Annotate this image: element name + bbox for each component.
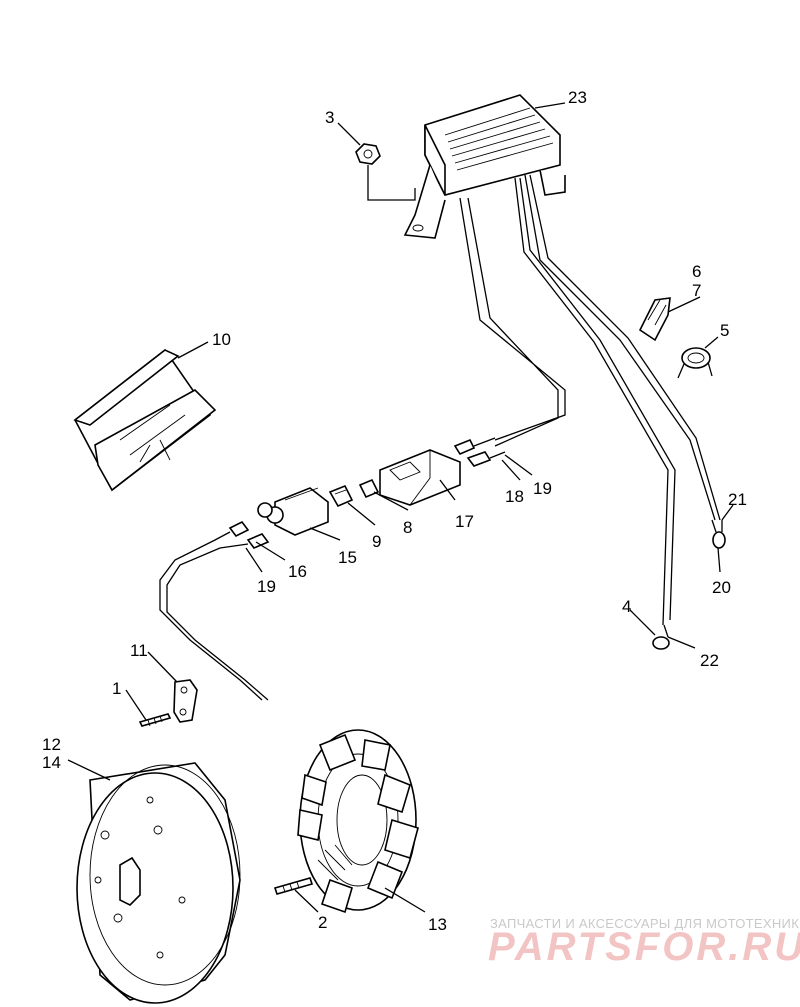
stator bbox=[297, 729, 419, 914]
nut bbox=[355, 143, 416, 201]
callout-6: 6 bbox=[692, 262, 701, 281]
callout-11: 11 bbox=[130, 641, 148, 660]
watermark: ЗАПЧАСТИ И АКСЕССУАРЫ ДЛЯ МОТОТЕХНИКИ PA… bbox=[488, 916, 800, 969]
watermark-logo: PARTSFOR.RU bbox=[488, 925, 800, 969]
connector-17 bbox=[379, 449, 461, 506]
bracket bbox=[173, 679, 198, 723]
callout-13: 13 bbox=[428, 915, 447, 934]
wire-clip bbox=[638, 297, 671, 342]
lock-8 bbox=[358, 478, 380, 499]
callout-12: 12 bbox=[42, 735, 61, 754]
connector-15 bbox=[257, 487, 329, 536]
callout-22: 22 bbox=[700, 651, 719, 670]
rotor bbox=[76, 762, 241, 1004]
cable-clamp bbox=[677, 347, 713, 379]
voltage-regulator bbox=[403, 94, 721, 626]
callout-8: 8 bbox=[403, 518, 412, 537]
callout-17: 17 bbox=[455, 512, 474, 531]
terminal-18 bbox=[453, 437, 506, 467]
callout-9: 9 bbox=[372, 532, 381, 551]
callout-15: 15 bbox=[338, 548, 357, 567]
callout-5: 5 bbox=[720, 321, 729, 340]
callout-19-left: 19 bbox=[257, 577, 276, 596]
callout-23: 23 bbox=[568, 88, 587, 107]
callout-10: 10 bbox=[212, 330, 231, 349]
callout-2: 2 bbox=[318, 913, 327, 932]
callout-1: 1 bbox=[112, 679, 121, 698]
lock-9 bbox=[328, 484, 354, 508]
screw-2 bbox=[273, 877, 314, 895]
callout-20: 20 bbox=[712, 578, 731, 597]
callout-19-right: 19 bbox=[533, 479, 552, 498]
leader-lines bbox=[67, 102, 734, 913]
callout-14: 14 bbox=[42, 753, 61, 772]
callout-3: 3 bbox=[325, 108, 334, 127]
callout-16: 16 bbox=[288, 562, 307, 581]
watermark-tagline: ЗАПЧАСТИ И АКСЕССУАРЫ ДЛЯ МОТОТЕХНИКИ bbox=[490, 916, 800, 931]
callout-numbers: 23 3 6 7 5 10 19 18 17 8 9 15 16 19 21 2… bbox=[42, 88, 747, 934]
callout-7: 7 bbox=[692, 281, 701, 300]
callout-21: 21 bbox=[728, 490, 747, 509]
callout-18: 18 bbox=[505, 487, 524, 506]
cover bbox=[73, 348, 217, 492]
ring-terminal-upper bbox=[711, 519, 726, 549]
callout-4: 4 bbox=[622, 597, 631, 616]
screw-1 bbox=[138, 713, 172, 727]
ring-terminal-lower bbox=[652, 624, 670, 650]
terminal-16-19 bbox=[159, 520, 270, 701]
